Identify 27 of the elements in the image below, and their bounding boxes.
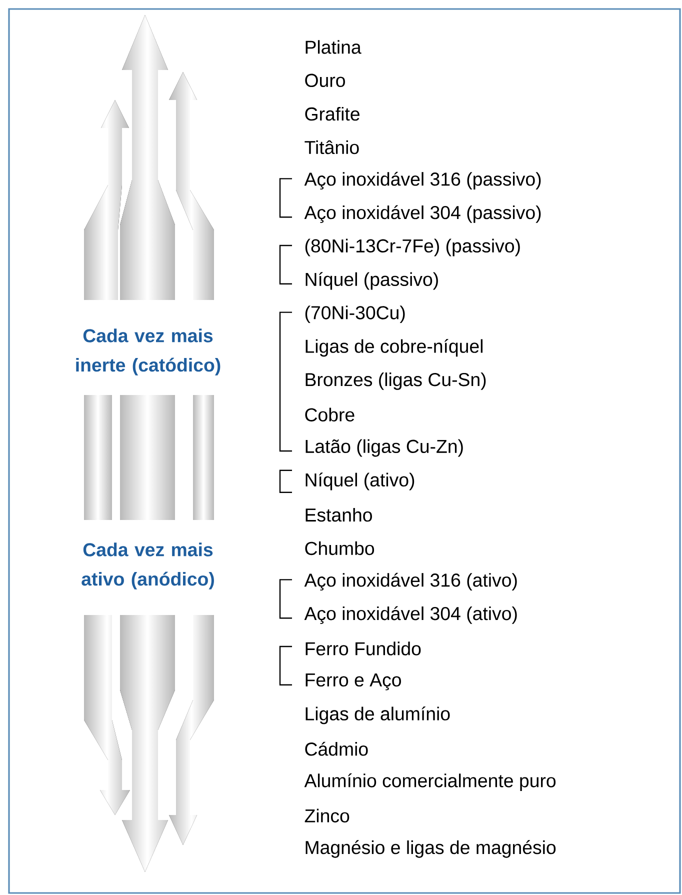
metal-name: Aço inoxidável 304 (passivo) [304,205,541,223]
metal-name: Ligas de cobre-níquel [306,338,482,357]
metal-name: Ferro e Aço [306,674,401,690]
metal-name: (80Ni-13Cr-7Fe) (passivo) [305,238,520,256]
metal-name: Zinco [304,808,350,822]
metal-name: Aço inoxidável 316 (passivo) [304,172,541,190]
metal-name: Aço inoxidável 304 (ativo) [304,606,517,624]
metal-name: Latão (ligas Cu-Zn) [306,439,463,457]
metal-name: Chumbo [305,541,374,556]
metal-name: Magnésio e ligas de magnésio [306,840,556,858]
metal-name: Titânio [304,140,359,154]
metal-name: Ferro Fundido [306,642,421,656]
direction-label: Cada vez mais ativo (anódico) [82,542,214,590]
direction-label: Cada vez mais inerte (catódico) [76,328,220,376]
metal-name: Estanho [306,508,372,522]
metal-name: Bronzes (ligas Cu-Sn) [306,372,486,390]
metal-name: Níquel (passivo) [306,272,438,290]
metal-name: Cobre [305,408,354,422]
metal-name: Cádmio [305,742,368,756]
metal-name: Ligas de alumínio [306,706,450,724]
metal-name: Alumínio comercialmente puro [304,773,556,792]
metal-name: Aço inoxidável 316 (ativo) [304,572,517,591]
metal-name: (70Ni-30Cu) [305,306,405,323]
metal-name: Ouro [305,74,345,88]
metal-name: Níquel (ativo) [306,472,414,490]
metal-name: Platina [306,40,362,54]
metal-name: Grafite [305,106,360,121]
